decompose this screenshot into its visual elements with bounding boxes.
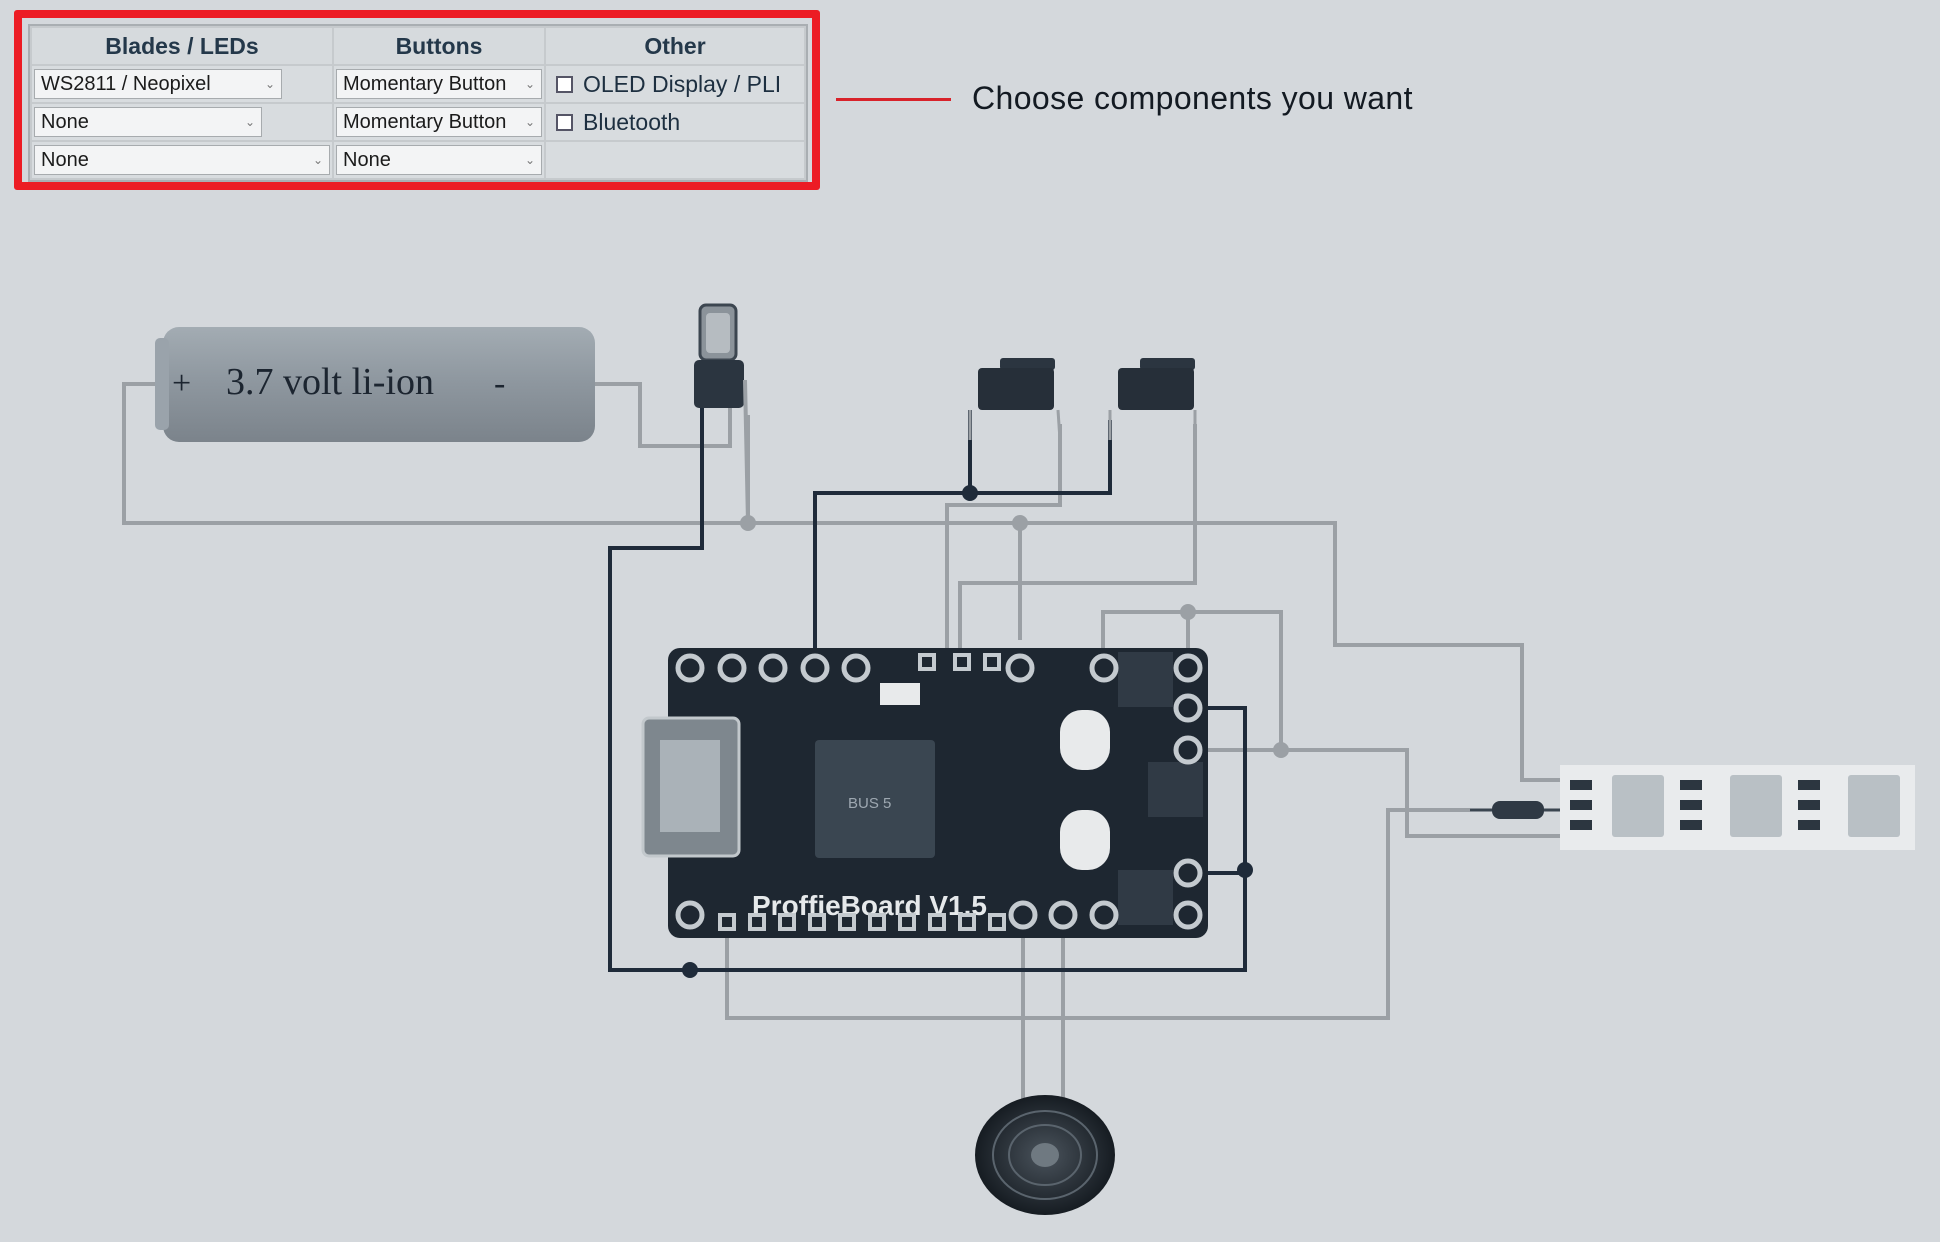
chevron-down-icon: ⌄	[524, 153, 535, 167]
header-row: Blades / LEDs Buttons Other	[32, 28, 804, 64]
button-select-1[interactable]: Momentary Button ⌄	[336, 69, 542, 99]
checkbox-icon	[556, 75, 573, 93]
config-row: None ⌄ None ⌄	[32, 142, 804, 178]
bluetooth-checkbox[interactable]: Bluetooth	[548, 109, 680, 136]
resistor-icon	[1470, 801, 1565, 819]
chip-label: BUS 5	[848, 795, 891, 812]
blade-select-1-value: WS2811 / Neopixel	[41, 72, 211, 95]
blade-cell: None ⌄	[32, 104, 332, 140]
bluetooth-label: Bluetooth	[583, 108, 681, 135]
header-blades: Blades / LEDs	[32, 28, 332, 64]
callout-line	[836, 98, 951, 101]
config-row: None ⌄ Momentary Button ⌄ Bluetooth	[32, 104, 804, 140]
blade-cell: WS2811 / Neopixel ⌄	[32, 66, 332, 102]
config-row: WS2811 / Neopixel ⌄ Momentary Button ⌄ O…	[32, 66, 804, 102]
button-cell: None ⌄	[334, 142, 544, 178]
button-select-1-value: Momentary Button	[343, 72, 507, 95]
other-cell: OLED Display / PLI	[546, 66, 804, 102]
battery: + 3.7 volt li-ion -	[155, 327, 595, 442]
chevron-down-icon: ⌄	[524, 115, 535, 129]
blade-select-3-value: None	[41, 148, 89, 171]
junction-dots	[682, 485, 1289, 978]
oled-display-label: OLED Display / PLI	[583, 70, 782, 97]
component-picker-table: Blades / LEDs Buttons Other WS2811 / Neo…	[28, 24, 808, 182]
button-cell: Momentary Button ⌄	[334, 66, 544, 102]
battery-label: 3.7 volt li-ion	[226, 361, 434, 403]
selection-highlight-box	[14, 10, 820, 190]
blade-select-2-value: None	[41, 110, 89, 133]
momentary-button-1-icon	[968, 358, 1062, 441]
header-other: Other	[546, 28, 804, 64]
oled-display-checkbox[interactable]: OLED Display / PLI	[548, 71, 781, 98]
button-select-3-value: None	[343, 148, 391, 171]
button-select-2-value: Momentary Button	[343, 110, 507, 133]
other-cell: Bluetooth	[546, 104, 804, 140]
momentary-button-2-icon	[1108, 358, 1197, 440]
charge-port-icon	[694, 303, 750, 524]
blade-select-2[interactable]: None ⌄	[34, 107, 262, 137]
chevron-down-icon: ⌄	[244, 115, 255, 129]
chevron-down-icon: ⌄	[312, 153, 323, 167]
blade-select-1[interactable]: WS2811 / Neopixel ⌄	[34, 69, 282, 99]
button-cell: Momentary Button ⌄	[334, 104, 544, 140]
header-buttons: Buttons	[334, 28, 544, 64]
battery-plus: +	[172, 365, 191, 402]
empty-cell	[546, 142, 804, 178]
button-select-3[interactable]: None ⌄	[336, 145, 542, 175]
chevron-down-icon: ⌄	[264, 77, 275, 91]
led-strip	[1560, 765, 1915, 850]
proffieboard: BUS 5 ProffieBoard V1.5	[641, 648, 1208, 938]
chevron-down-icon: ⌄	[524, 77, 535, 91]
battery-minus: -	[494, 365, 505, 402]
blade-select-3[interactable]: None ⌄	[34, 145, 330, 175]
blade-cell: None ⌄	[32, 142, 332, 178]
button-select-2[interactable]: Momentary Button ⌄	[336, 107, 542, 137]
callout-text: Choose components you want	[972, 80, 1413, 116]
light-wires	[122, 382, 1568, 1105]
checkbox-icon	[556, 113, 573, 131]
speaker-icon	[975, 1095, 1115, 1215]
